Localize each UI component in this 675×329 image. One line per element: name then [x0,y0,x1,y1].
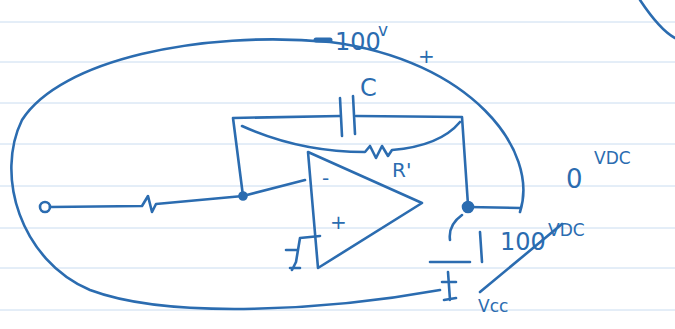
pin-sign: + [330,212,347,232]
resistor-label: R' [392,160,411,180]
marker-blot [316,38,330,43]
unit-mark: VDC [548,222,585,239]
ground-symbol [286,236,320,270]
opamp-triangle [308,152,422,268]
capacitor-symbol [340,96,355,136]
feedback-resistor [242,122,460,158]
feedback-wire [233,116,468,205]
output-wire [468,207,520,208]
voltage-value: 100 [335,30,381,54]
corner-arc [640,0,675,38]
pin-sign: - [322,168,329,188]
input-resistor [50,196,243,212]
input-terminal [40,202,50,212]
supply-symbol [430,215,482,300]
unit-mark: VDC [594,150,631,167]
voltage-value: 0 [566,166,583,192]
unit-mark: v [378,22,388,39]
supply-label: Vcc [478,298,508,315]
ruled-lines [0,22,675,310]
enclosing-loop [11,39,523,309]
polarity-sign: + [418,46,435,66]
inverting-wire [243,180,305,196]
polarity-sign: - [300,28,308,50]
voltage-value: 100 [500,230,546,254]
capacitor-label: C [360,76,377,100]
